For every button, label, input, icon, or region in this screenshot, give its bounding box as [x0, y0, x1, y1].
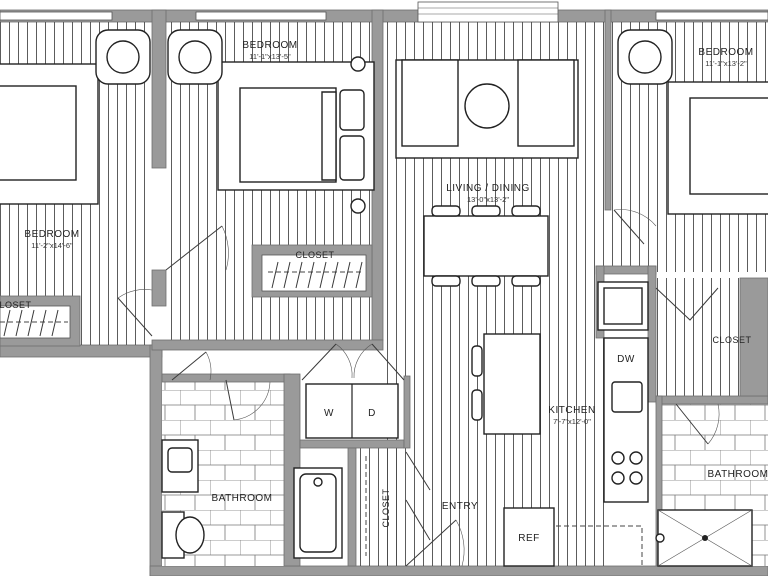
washer-label: W	[324, 408, 334, 419]
room-labels: BEDROOM 11'-1"x13'-5" BEDROOM 11'-2"x14'…	[0, 40, 768, 528]
bedroom-left-dims: 11'-2"x14'-6"	[31, 241, 73, 250]
bathroom-left-label: BATHROOM	[211, 493, 272, 504]
dryer-label: D	[368, 408, 376, 419]
bedroom-center-label: BEDROOM	[242, 40, 297, 51]
closet-right-label: CLOSET	[712, 335, 751, 345]
bedroom-center-dims: 11'-1"x13'-5"	[249, 52, 291, 61]
fixture-labels: W D DW REF	[324, 354, 635, 544]
armchair-right	[617, 29, 673, 85]
living-dining-label: LIVING / DINING	[446, 183, 530, 194]
bathroom-right-label: BATHROOM	[707, 469, 768, 480]
living-dining-dims: 13'-0"x13'-2"	[467, 195, 509, 204]
armchair-center	[167, 29, 223, 85]
closet-hangers	[0, 261, 367, 556]
furniture	[0, 29, 768, 567]
bedroom-right-label: BEDROOM	[698, 47, 753, 58]
entry-label: ENTRY	[442, 501, 478, 512]
armchair-left	[95, 29, 151, 85]
closet-entry-label: CLOSET	[381, 488, 391, 527]
doors	[117, 209, 720, 567]
fridge-label: REF	[518, 533, 540, 544]
bedroom-right-dims: 11'-1"x13'-2"	[705, 59, 747, 68]
closet-center-label: CLOSET	[295, 250, 334, 260]
dishwasher-label: DW	[617, 354, 635, 365]
kitchen-dims: 7'-7"x12'-0"	[553, 417, 591, 426]
interior-walls	[0, 9, 768, 567]
bedroom-left-label: BEDROOM	[24, 229, 79, 240]
closet-left-label: CLOSET	[0, 300, 32, 310]
kitchen-label: KITCHEN	[548, 405, 595, 416]
